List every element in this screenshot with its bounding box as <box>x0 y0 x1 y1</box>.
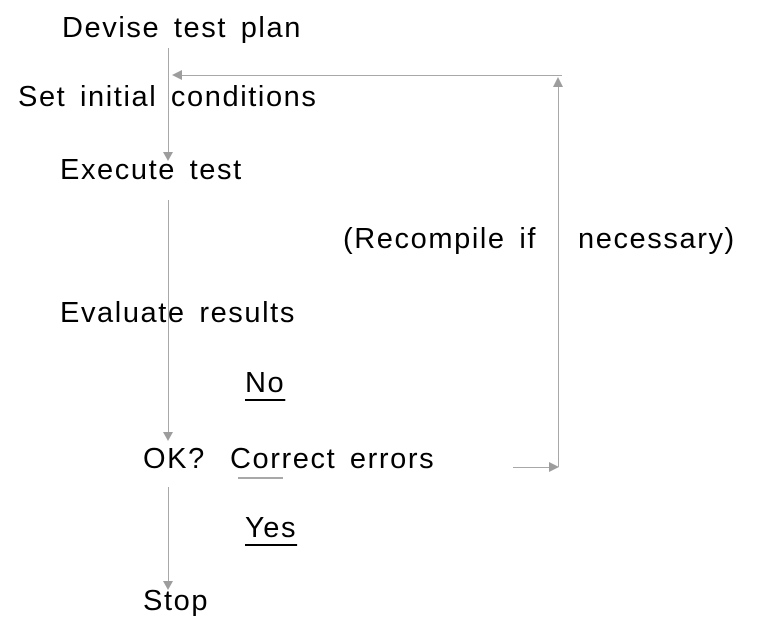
arrowhead-down-ok <box>163 432 173 441</box>
arrowhead-down-execute <box>163 152 173 161</box>
arrowhead-left-feedback <box>172 70 182 80</box>
feedback-line-vertical <box>558 86 559 467</box>
node-evaluate-results: Evaluate results <box>60 297 296 329</box>
flow-line-segment-2 <box>168 200 169 432</box>
branch-label-no: No <box>245 367 286 399</box>
arrowhead-up-feedback <box>553 77 563 87</box>
correct-partial-underline <box>238 477 283 479</box>
feedback-line-top <box>180 75 562 76</box>
node-correct-errors: Correct errors <box>230 443 436 475</box>
node-execute-test: Execute test <box>60 154 243 186</box>
node-set-initial-conditions: Set initial conditions <box>18 81 318 113</box>
feedback-line-bottom <box>513 467 550 468</box>
node-devise-test-plan: Devise test plan <box>62 12 302 44</box>
note-recompile-if-necessary: (Recompile if necessary) <box>343 223 736 255</box>
arrowhead-down-stop <box>163 581 173 590</box>
flow-line-segment-3 <box>168 487 169 581</box>
node-ok-decision: OK? <box>143 443 206 475</box>
branch-label-yes: Yes <box>245 512 298 544</box>
arrowhead-right-feedback <box>549 462 559 472</box>
flow-line-segment-1 <box>168 48 169 152</box>
node-stop: Stop <box>143 585 210 617</box>
